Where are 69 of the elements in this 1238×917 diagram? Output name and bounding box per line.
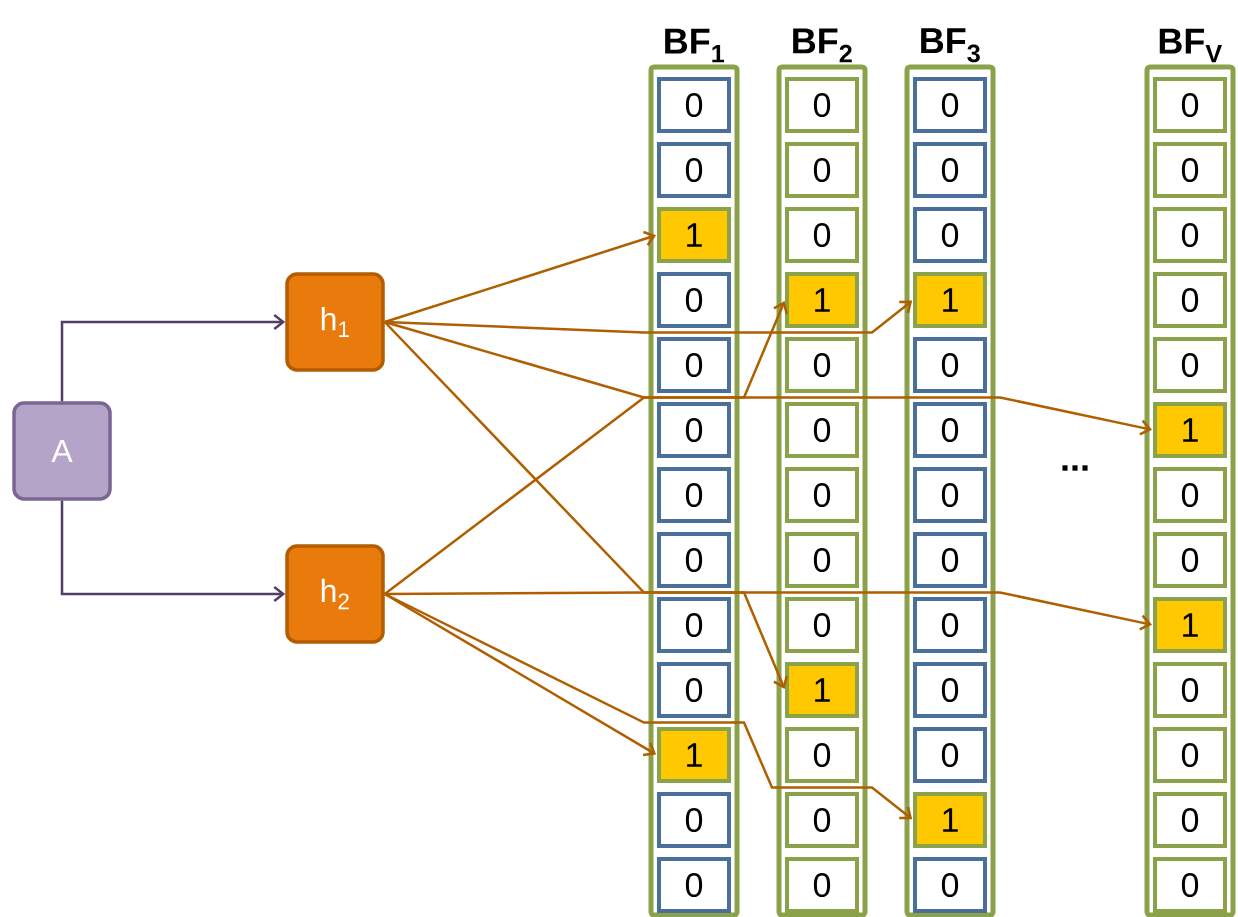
bit-cell: 0 bbox=[913, 207, 987, 263]
bit-cell: 1 bbox=[1153, 597, 1227, 653]
bit-cell: 0 bbox=[913, 337, 987, 393]
bit-cell: 0 bbox=[657, 337, 731, 393]
bit-cell: 0 bbox=[913, 857, 987, 913]
node-label: BF$_{3}$ bbox=[921, 28, 980, 63]
arrow bbox=[384, 592, 913, 820]
bit-cell: 0 bbox=[657, 402, 731, 458]
bit-cell: 1 bbox=[913, 792, 987, 848]
arrow bbox=[60, 500, 286, 602]
arrow bbox=[383, 321, 788, 690]
bit-cell: 0 bbox=[657, 272, 731, 328]
bit-cell: 0 bbox=[913, 662, 987, 718]
bit-cell: 0 bbox=[785, 727, 859, 783]
bit-cell: 0 bbox=[1153, 142, 1227, 198]
bit-cell: 0 bbox=[913, 597, 987, 653]
bit-cell: 1 bbox=[1153, 402, 1227, 458]
bit-cell: 0 bbox=[785, 142, 859, 198]
bit-cell: 0 bbox=[657, 597, 731, 653]
bit-cell: 1 bbox=[785, 272, 859, 328]
bit-cell: 0 bbox=[1153, 792, 1227, 848]
bit-cell: 0 bbox=[657, 467, 731, 523]
bit-cell: 0 bbox=[785, 207, 859, 263]
bit-cell: 0 bbox=[913, 142, 987, 198]
bit-cell: 0 bbox=[1153, 77, 1227, 133]
hash-function-box: h$_{1}$ bbox=[285, 272, 385, 372]
bit-cell: 0 bbox=[657, 532, 731, 588]
bit-cell: 0 bbox=[1153, 662, 1227, 718]
bit-cell: 0 bbox=[913, 402, 987, 458]
bit-cell: 0 bbox=[657, 142, 731, 198]
hash-function-box: h$_{2}$ bbox=[285, 544, 385, 644]
node-label: BF$_{1}$ bbox=[665, 28, 725, 63]
bit-cell: 0 bbox=[785, 467, 859, 523]
bit-cell: 0 bbox=[657, 662, 731, 718]
arrow bbox=[384, 592, 657, 757]
bit-cell: 0 bbox=[1153, 272, 1227, 328]
bit-cell: 0 bbox=[785, 597, 859, 653]
bit-cell: 0 bbox=[657, 857, 731, 913]
bit-cell: 1 bbox=[913, 272, 987, 328]
bit-cell: 0 bbox=[913, 467, 987, 523]
arrow bbox=[384, 230, 657, 324]
bit-cell: 0 bbox=[657, 792, 731, 848]
bit-cell: 0 bbox=[785, 402, 859, 458]
node-label: BF$_{V}$ bbox=[1159, 28, 1222, 63]
bit-cell: 0 bbox=[785, 532, 859, 588]
bit-cell: 0 bbox=[785, 857, 859, 913]
arrow bbox=[384, 320, 1153, 436]
arrow bbox=[384, 300, 788, 595]
bit-cell: 0 bbox=[913, 532, 987, 588]
bit-cell: 1 bbox=[657, 727, 731, 783]
node-label: BF$_{2}$ bbox=[793, 28, 852, 63]
bit-cell: 1 bbox=[657, 207, 731, 263]
bit-cell: 0 bbox=[1153, 467, 1227, 523]
bit-cell: 0 bbox=[785, 77, 859, 133]
bit-cell: 0 bbox=[1153, 727, 1227, 783]
bit-cell: 0 bbox=[657, 77, 731, 133]
arrow bbox=[60, 314, 286, 402]
ellipsis: ... bbox=[1062, 465, 1088, 471]
bit-cell: 0 bbox=[785, 337, 859, 393]
bit-cell: 1 bbox=[785, 662, 859, 718]
bit-cell: 0 bbox=[1153, 532, 1227, 588]
bit-cell: 0 bbox=[785, 792, 859, 848]
bit-cell: 0 bbox=[913, 727, 987, 783]
bit-cell: 0 bbox=[1153, 857, 1227, 913]
arrow bbox=[384, 591, 1153, 631]
bit-cell: 0 bbox=[1153, 207, 1227, 263]
bit-cell: 0 bbox=[913, 77, 987, 133]
bit-cell: 0 bbox=[1153, 337, 1227, 393]
input-box: A bbox=[12, 401, 112, 501]
